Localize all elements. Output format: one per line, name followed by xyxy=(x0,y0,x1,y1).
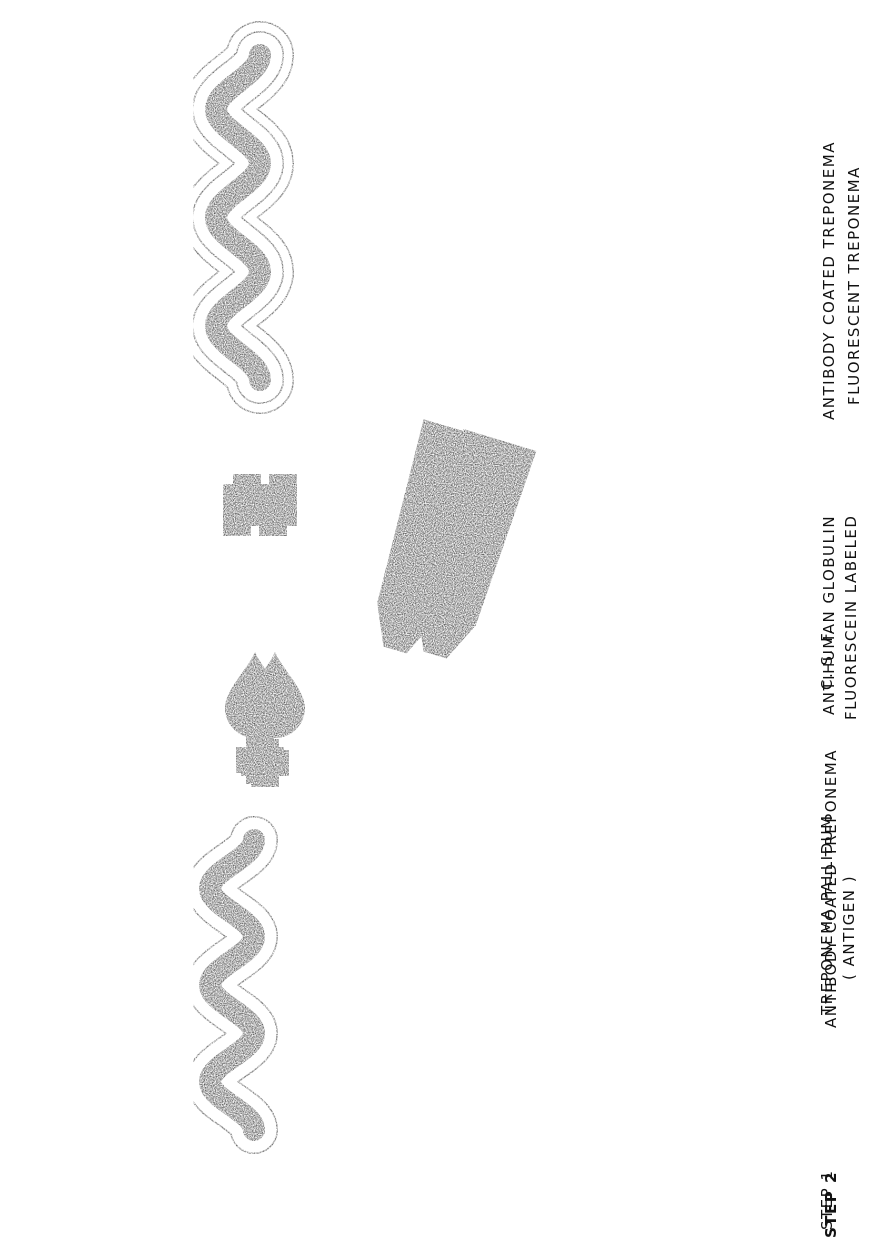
step1-antigen-sub: ( ANTIGEN ) xyxy=(840,875,858,980)
step2-equals-bar-2 xyxy=(269,474,297,526)
step2-reagent-line2: FLUORESCEIN LABELED xyxy=(842,515,860,720)
step2-plus-h xyxy=(241,750,289,776)
step1-result-label: ANTIBODY COATED TREPONEMA xyxy=(820,141,838,420)
step2-equals-bar-1 xyxy=(233,474,261,526)
step2-antigen-label: ANTIBODY COATED TREPONEMA xyxy=(822,749,840,1028)
step2-result-label: FLUORESCENT TREPONEMA xyxy=(845,166,863,405)
step2-label: STEP 2 xyxy=(822,1171,840,1238)
step2-reagent-line1: ANTIHUMAN GLOBULIN xyxy=(820,515,838,715)
